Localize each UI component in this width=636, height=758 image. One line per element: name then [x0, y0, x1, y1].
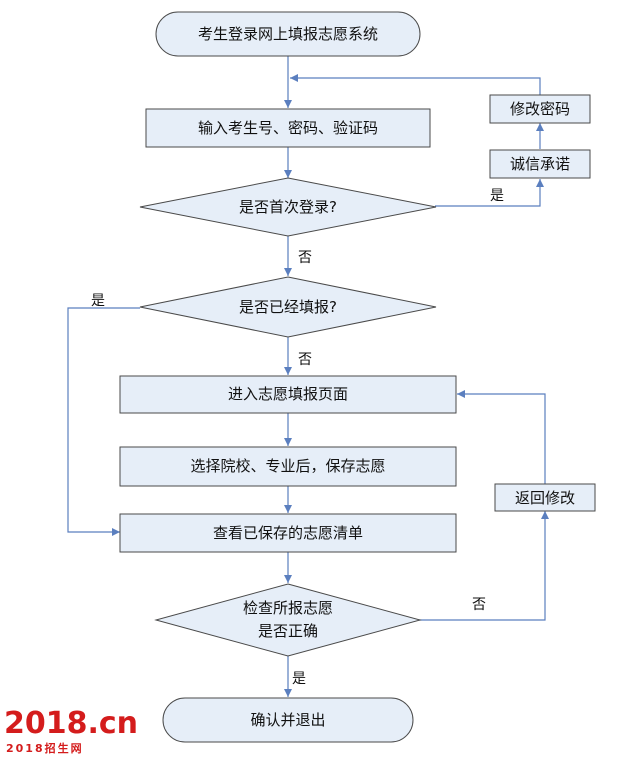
- node-return-modify: 返回修改: [494, 483, 596, 512]
- node-end: 确认并退出: [162, 697, 414, 743]
- node-already-filled-decision: 是否已经填报?: [139, 276, 437, 338]
- node-start: 考生登录网上填报志愿系统: [155, 11, 421, 57]
- node-integrity-pledge: 诚信承诺: [489, 149, 591, 179]
- label-filled-yes: 是: [91, 293, 105, 309]
- node-already-filled-label: 是否已经填报?: [239, 298, 337, 316]
- edges: [67, 56, 549, 697]
- label-first-login-yes: 是: [490, 188, 504, 204]
- node-select-save-label: 选择院校、专业后，保存志愿: [190, 457, 385, 475]
- edge-filled-yes: [67, 307, 140, 536]
- node-start-label: 考生登录网上填报志愿系统: [198, 25, 378, 43]
- node-first-login-decision: 是否首次登录?: [139, 177, 437, 237]
- node-check-label-line2: 是否正确: [258, 622, 318, 640]
- edge-first-login-yes: [435, 179, 544, 207]
- node-input-credentials-label: 输入考生号、密码、验证码: [198, 119, 378, 137]
- node-change-password-label: 修改密码: [510, 100, 570, 118]
- node-select-save: 选择院校、专业后，保存志愿: [119, 446, 457, 487]
- node-check-label-line1: 检查所报志愿: [243, 599, 333, 617]
- edge-return-to-enter: [457, 390, 546, 484]
- watermark-sub-text: 2018招生网: [6, 741, 84, 755]
- edge-password-to-main: [290, 74, 541, 95]
- label-check-yes: 是: [292, 671, 306, 687]
- node-check-decision: 检查所报志愿 是否正确: [154, 583, 422, 657]
- node-integrity-pledge-label: 诚信承诺: [510, 155, 570, 173]
- label-filled-no: 否: [298, 352, 312, 368]
- label-first-login-no: 否: [298, 250, 312, 266]
- node-input-credentials: 输入考生号、密码、验证码: [145, 108, 431, 148]
- node-change-password: 修改密码: [489, 94, 591, 124]
- label-check-no: 否: [472, 597, 486, 613]
- edge-check-no: [418, 511, 549, 621]
- node-first-login-label: 是否首次登录?: [239, 198, 337, 216]
- node-end-label: 确认并退出: [250, 711, 325, 729]
- watermark-logo: 2018.cn 2018招生网: [4, 706, 138, 755]
- node-return-modify-label: 返回修改: [515, 489, 575, 507]
- node-view-list-label: 查看已保存的志愿清单: [213, 524, 363, 542]
- node-enter-page-label: 进入志愿填报页面: [228, 385, 348, 403]
- watermark-main-text: 2018.cn: [4, 706, 138, 741]
- node-view-list: 查看已保存的志愿清单: [119, 513, 457, 553]
- node-enter-page: 进入志愿填报页面: [119, 375, 457, 414]
